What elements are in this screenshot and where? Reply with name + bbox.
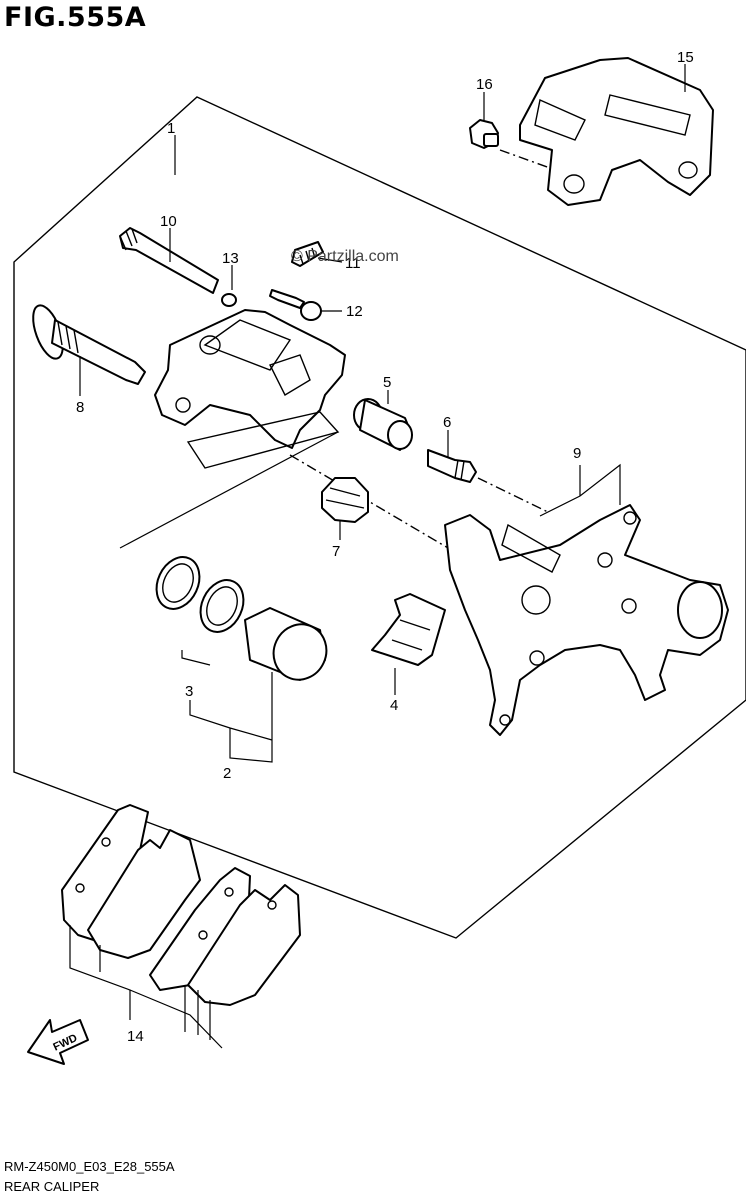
callout-10: 10 <box>160 213 177 230</box>
diagram-code: RM-Z450M0_E03_E28_555A <box>4 1159 175 1174</box>
part-2-piston[interactable] <box>244 607 335 688</box>
callout-7: 7 <box>332 543 340 560</box>
caliper-face-line <box>119 431 339 549</box>
callout-5: 5 <box>383 374 391 391</box>
part-11-bleeder-screw[interactable] <box>291 241 324 267</box>
callout-6: 6 <box>443 414 451 431</box>
callout-3: 3 <box>185 683 193 700</box>
part-1-caliper-body[interactable] <box>154 309 346 449</box>
callout-11: 11 <box>345 255 361 272</box>
callout-14: 14 <box>127 1028 144 1045</box>
part-9-caliper-bracket[interactable] <box>444 504 729 736</box>
part-8-pin[interactable] <box>27 302 146 385</box>
part-7-boot[interactable] <box>321 477 369 523</box>
assembly-boundary <box>13 96 746 939</box>
callout-4: 4 <box>390 697 398 714</box>
callout-16: 16 <box>476 76 493 93</box>
part-15-bracket[interactable] <box>519 57 714 206</box>
leader-lines <box>69 64 686 1049</box>
callout-13: 13 <box>222 250 239 267</box>
callout-9: 9 <box>573 445 581 462</box>
watermark: © Partzilla.com <box>291 248 399 265</box>
alignment-line-caliper <box>289 454 461 556</box>
part-12-bleeder-cap[interactable] <box>269 289 322 321</box>
part-14-brake-pads[interactable] <box>61 804 301 1006</box>
figure-title: FIG.555A <box>4 2 147 33</box>
part-3-seals[interactable] <box>148 550 251 639</box>
callout-2: 2 <box>223 765 231 782</box>
alignment-line-bolt-6 <box>477 477 549 513</box>
part-4-pad-spring[interactable] <box>371 593 446 666</box>
callout-1: 1 <box>167 120 175 137</box>
alignment-line-bolt-16 <box>499 149 551 169</box>
part-10-pin-bolt[interactable] <box>119 227 219 294</box>
diagram-name: REAR CALIPER <box>4 1179 100 1194</box>
part-16-bolt[interactable] <box>469 119 499 149</box>
fwd-arrow-icon: FWD <box>27 1019 89 1065</box>
part-6-bolt[interactable] <box>427 449 477 483</box>
part-5-sleeve[interactable] <box>353 398 413 451</box>
callout-12: 12 <box>346 303 363 320</box>
part-13-washer[interactable] <box>221 293 237 307</box>
callout-8: 8 <box>76 399 84 416</box>
callout-15: 15 <box>677 49 694 66</box>
